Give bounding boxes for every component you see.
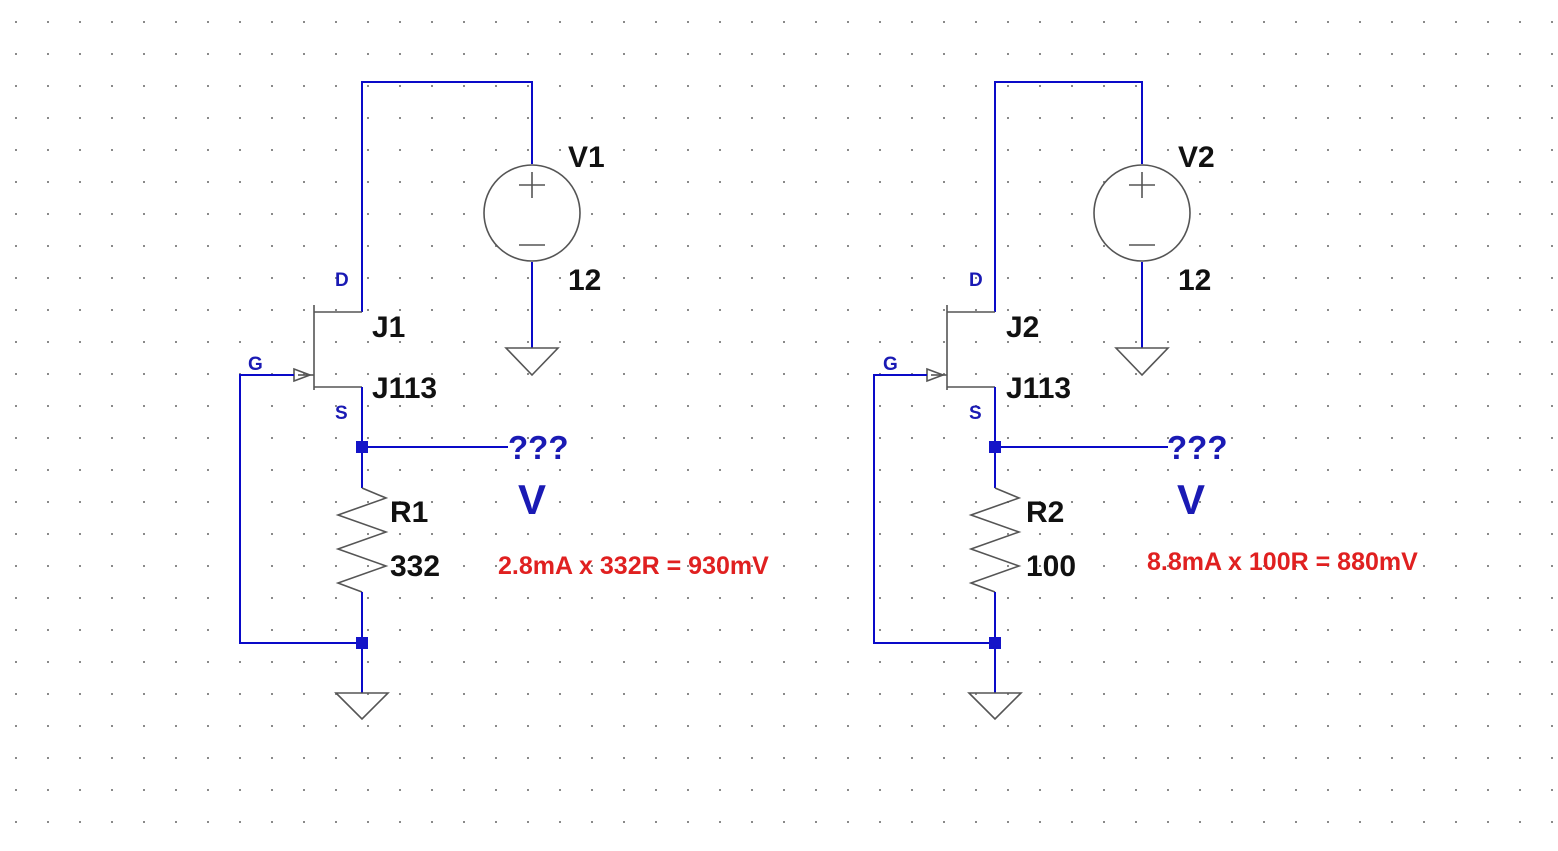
circuit-2: V2 12 D G S J2 J113 ??? V R2 100 8.8mA x… (873, 81, 1418, 721)
resistor-value: 332 (390, 550, 440, 583)
resistor-r1[interactable] (335, 487, 389, 593)
net-label-question: ??? (508, 429, 568, 466)
resistor-value: 100 (1026, 550, 1076, 583)
wire-gate-2[interactable] (873, 374, 995, 644)
wire-drain-1[interactable] (361, 81, 533, 312)
circuit-1: V1 12 D G S J1 J113 ??? V R1 332 2.8mA x… (239, 81, 769, 721)
junction-source-2 (989, 441, 1001, 453)
resistor-ref: R2 (1026, 496, 1064, 529)
ground-icon (967, 692, 1023, 721)
jfet-model: J113 (1006, 372, 1071, 405)
jfet-ref: J2 (1006, 311, 1039, 344)
jfet-model: J113 (372, 372, 437, 405)
source-value: 12 (1178, 264, 1211, 297)
resistor-ref: R1 (390, 496, 428, 529)
resistor-r2[interactable] (968, 487, 1022, 593)
ground-icon (1114, 347, 1170, 377)
pin-label-drain: D (335, 270, 349, 291)
voltage-source-v2[interactable] (1093, 164, 1191, 262)
wire-drain-2[interactable] (994, 81, 1143, 312)
pin-label-source: S (969, 403, 982, 424)
ground-icon (334, 692, 390, 721)
wire-gate-1[interactable] (239, 374, 362, 644)
pin-label-gate: G (248, 354, 263, 375)
source-ref: V2 (1178, 141, 1215, 174)
annotation-note: 8.8mA x 100R = 880mV (1147, 548, 1418, 576)
junction-gate-1 (356, 637, 368, 649)
pin-label-gate: G (883, 354, 898, 375)
junction-gate-2 (989, 637, 1001, 649)
pin-label-source: S (335, 403, 348, 424)
ground-icon (504, 347, 560, 377)
source-ref: V1 (568, 141, 605, 174)
annotation-note: 2.8mA x 332R = 930mV (498, 552, 769, 580)
net-label-unit: V (518, 476, 546, 523)
junction-source-1 (356, 441, 368, 453)
pin-label-drain: D (969, 270, 983, 291)
net-label-question: ??? (1167, 429, 1227, 466)
source-value: 12 (568, 264, 601, 297)
voltage-source-v1[interactable] (483, 164, 581, 262)
net-label-unit: V (1177, 476, 1205, 523)
jfet-ref: J1 (372, 311, 405, 344)
